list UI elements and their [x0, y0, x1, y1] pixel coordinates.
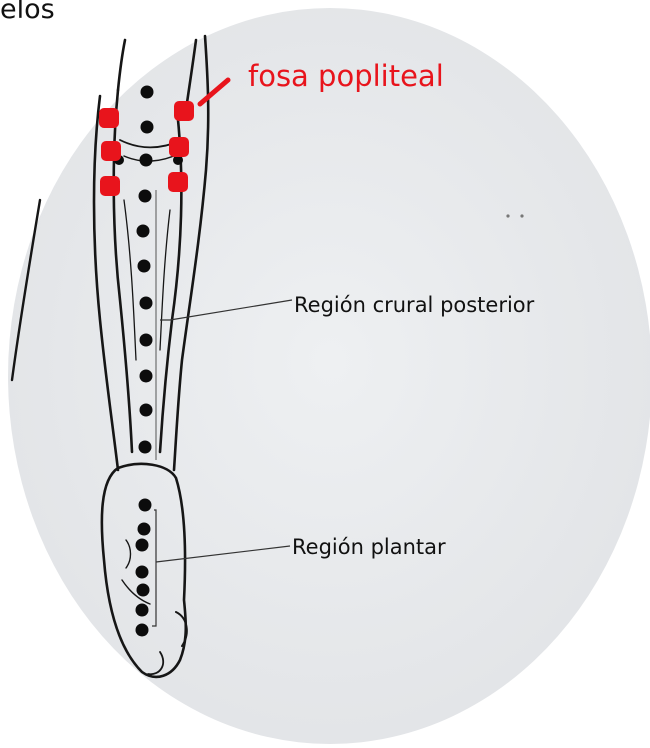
- label-region-plantar: Región plantar: [292, 535, 446, 559]
- paper-speck: [506, 214, 509, 217]
- acupoint-dot: [136, 539, 149, 552]
- acupoint-dot: [139, 499, 152, 512]
- acupoint-dot: [141, 121, 154, 134]
- acupoint-dot: [140, 297, 153, 310]
- acupoint-dot: [136, 566, 149, 579]
- popliteal-point: [99, 108, 119, 128]
- label-region-crural-posterior: Región crural posterior: [294, 293, 535, 317]
- acupoint-dot: [138, 523, 151, 536]
- acupoint-dot: [138, 260, 151, 273]
- popliteal-point: [101, 141, 121, 161]
- acupoint-dot: [137, 225, 150, 238]
- acupoint-dot: [140, 370, 153, 383]
- popliteal-point: [100, 176, 120, 196]
- acupoint-dot: [141, 86, 154, 99]
- acupoint-dot: [140, 154, 153, 167]
- acupoint-dot: [140, 334, 153, 347]
- acupoint-dot: [136, 624, 149, 637]
- acupoint-dot: [139, 441, 152, 454]
- acupoint-dot: [137, 584, 150, 597]
- popliteal-point: [174, 101, 194, 121]
- acupoint-dot: [140, 404, 153, 417]
- popliteal-point: [168, 172, 188, 192]
- acupoint-dot: [136, 604, 149, 617]
- paper-speck: [520, 214, 523, 217]
- truncated-header-text: elos: [0, 0, 55, 25]
- acupoint-dot: [139, 190, 152, 203]
- popliteal-point: [169, 137, 189, 157]
- label-fosa-popliteal: fosa popliteal: [248, 59, 444, 93]
